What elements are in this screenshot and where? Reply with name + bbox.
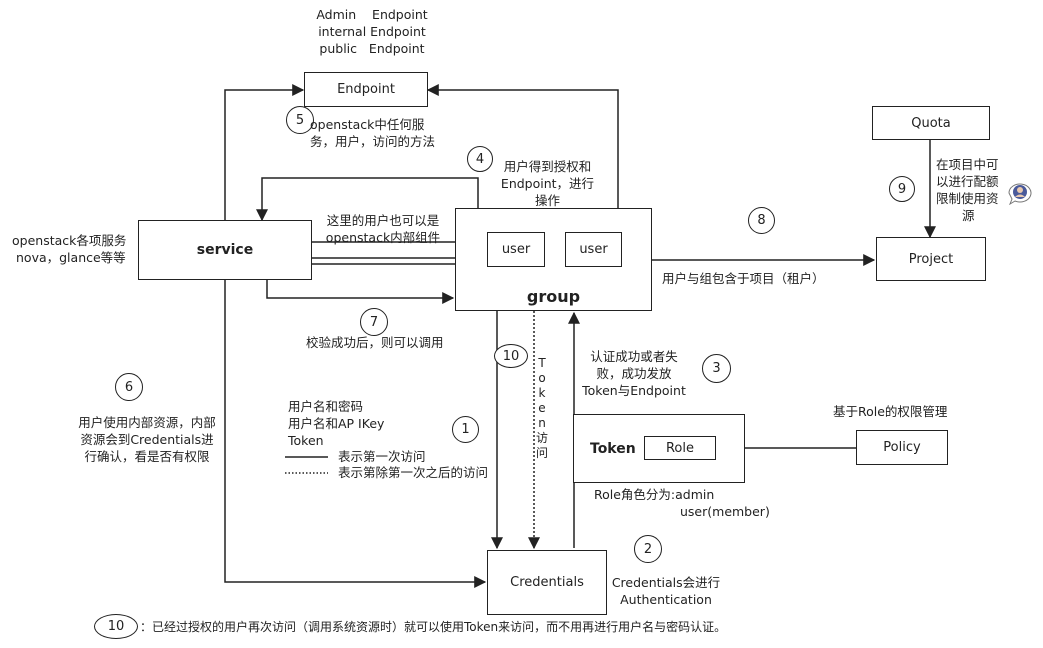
edge-service-endpoint xyxy=(224,84,305,250)
legend-dotted-label: 表示第除第一次之后的访问 xyxy=(338,465,489,480)
policy-node[interactable]: Policy xyxy=(856,430,948,465)
note-2: Credentials会进行 Authentication xyxy=(606,574,726,608)
badge-10-footer: 10 xyxy=(94,614,138,639)
service-desc-line1: openstack各项服务 xyxy=(12,233,127,248)
badge-6: 6 xyxy=(115,373,143,401)
credential-type-2: 用户名和AP IKey xyxy=(288,416,385,431)
role-label: Role xyxy=(665,440,694,456)
token-access-char-3: k xyxy=(538,386,546,400)
note-9-line1: 在项目中可 xyxy=(936,157,999,172)
endpoint-type-internal: internal Endpoint xyxy=(318,24,426,39)
edge-service-credentials xyxy=(224,250,487,588)
note-5-line2: 务，用户，访问的方法 xyxy=(310,134,436,149)
endpoint-label: Endpoint xyxy=(337,82,395,97)
quota-node[interactable]: Quota xyxy=(872,106,990,140)
note-9-line3: 限制使用资 xyxy=(936,191,999,206)
user-b-label: user xyxy=(579,242,608,257)
edge-group-endpoint xyxy=(426,84,619,208)
endpoint-type-admin: Admin Endpoint xyxy=(316,7,428,22)
user-avatar-icon xyxy=(1006,181,1034,206)
credentials-label: Credentials xyxy=(510,575,584,590)
note-6-line2: 资源会到Credentials进 xyxy=(80,432,214,447)
group-node[interactable]: group xyxy=(455,208,652,311)
note-9: 在项目中可 以进行配额 限制使用资 源 xyxy=(936,156,999,224)
service-user-line1: 这里的用户也可以是 xyxy=(326,213,440,228)
badge-2: 2 xyxy=(634,535,662,563)
badge-3: 3 xyxy=(702,354,731,383)
token-label: Token xyxy=(590,440,636,457)
token-access-label: T o k e n 访 问 xyxy=(535,356,549,461)
service-user-note: 这里的用户也可以是 openstack内部组件 xyxy=(318,212,448,246)
note-6-line3: 行确认，看是否有权限 xyxy=(84,449,210,464)
note-4-line1: 用户得到授权和 xyxy=(503,159,592,174)
user-node-b[interactable]: user xyxy=(565,232,622,267)
note-2-line1: Credentials会进行 xyxy=(611,575,721,590)
token-access-char-2: o xyxy=(538,371,546,385)
service-description: openstack各项服务 nova，glance等等 xyxy=(12,232,126,266)
badge-10-diagram: 10 xyxy=(494,344,528,368)
token-access-char-5: n xyxy=(538,416,546,430)
credentials-node[interactable]: Credentials xyxy=(487,550,607,615)
note-6: 用户使用内部资源，内部 资源会到Credentials进 行确认，看是否有权限 xyxy=(62,414,232,465)
note-8: 用户与组包含于项目（租户） xyxy=(662,271,825,286)
note-3: 认证成功或者失 败，成功发放 Token与Endpoint xyxy=(574,348,694,399)
badge-8: 8 xyxy=(748,207,775,234)
quota-label: Quota xyxy=(911,115,951,131)
token-access-char-7: 问 xyxy=(535,446,548,460)
token-node[interactable]: Token xyxy=(573,414,745,483)
note-6-line1: 用户使用内部资源，内部 xyxy=(78,415,216,430)
note-3-line3: Token与Endpoint xyxy=(582,383,686,398)
role-based-note: 基于Role的权限管理 xyxy=(833,404,948,419)
credential-types: 用户名和密码 用户名和AP IKey Token xyxy=(288,398,384,449)
endpoint-type-public: public Endpoint xyxy=(319,41,425,56)
role-split-line1: Role角色分为:admin xyxy=(594,487,715,502)
token-access-char-4: e xyxy=(538,401,546,415)
legend-solid-label: 表示第一次访问 xyxy=(338,449,426,464)
credential-type-3: Token xyxy=(288,433,324,448)
endpoint-types: Admin Endpoint internal Endpoint public … xyxy=(312,6,432,57)
note-5-line1: openstack中任何服 xyxy=(310,117,425,132)
note-9-line4: 源 xyxy=(962,208,975,223)
edge-group-service xyxy=(256,177,479,222)
project-node[interactable]: Project xyxy=(876,237,986,281)
note-4: 用户得到授权和 Endpoint，进行 操作 xyxy=(490,158,605,209)
note-2-line2: Authentication xyxy=(620,592,712,607)
badge-9: 9 xyxy=(889,176,915,202)
note-4-line2: Endpoint，进行 xyxy=(500,176,595,191)
footer-note: ：已经过授权的用户再次访问（调用系统资源时）就可以使用Token来访问，而不用再… xyxy=(140,620,727,634)
badge-4: 4 xyxy=(467,146,493,172)
note-3-line2: 败，成功发放 xyxy=(596,366,672,381)
role-split-line2: user(member) xyxy=(680,504,770,519)
badge-1: 1 xyxy=(452,416,479,443)
endpoint-node[interactable]: Endpoint xyxy=(304,72,428,107)
project-label: Project xyxy=(908,251,954,267)
note-5: openstack中任何服 务，用户，访问的方法 xyxy=(310,116,435,150)
credential-type-1: 用户名和密码 xyxy=(288,399,364,414)
service-node[interactable]: service xyxy=(138,220,312,280)
user-node-a[interactable]: user xyxy=(487,232,545,267)
token-access-char-6: 访 xyxy=(535,431,548,445)
badge-7: 7 xyxy=(360,308,388,336)
group-label: group xyxy=(526,287,581,306)
token-access-char-1: T xyxy=(538,356,546,370)
badge-5: 5 xyxy=(286,106,314,134)
note-3-line1: 认证成功或者失 xyxy=(590,349,678,364)
service-label: service xyxy=(196,242,254,258)
service-desc-line2: nova，glance等等 xyxy=(16,250,126,265)
edge-service-group-7 xyxy=(266,280,455,304)
role-split-note: Role角色分为:admin user(member) xyxy=(594,486,770,520)
note-7: 校验成功后，则可以调用 xyxy=(306,335,444,350)
policy-label: Policy xyxy=(883,440,921,455)
user-a-label: user xyxy=(501,242,531,257)
note-9-line2: 以进行配额 xyxy=(936,174,999,189)
service-user-line2: openstack内部组件 xyxy=(325,230,441,245)
role-node[interactable]: Role xyxy=(644,436,716,460)
note-4-line3: 操作 xyxy=(534,193,560,208)
